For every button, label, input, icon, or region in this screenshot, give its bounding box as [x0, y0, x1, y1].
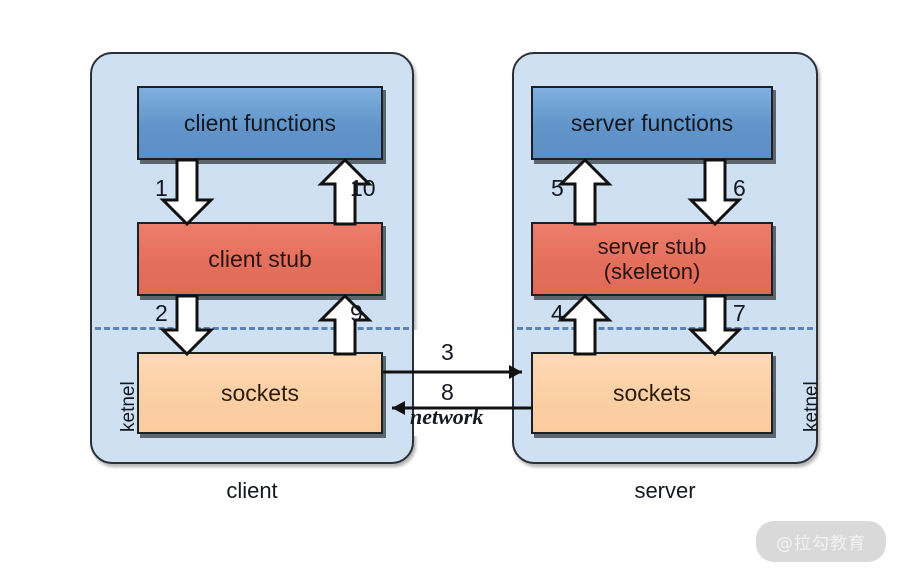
step-label-10: 10: [350, 175, 376, 201]
server-sockets-label: sockets: [613, 379, 691, 406]
server-stub-label-line1: server stub: [597, 233, 707, 259]
client-functions-label: client functions: [183, 109, 337, 136]
server-stub-label-line2: (skeleton): [603, 259, 701, 284]
server-kernel-label: ketnel: [801, 381, 822, 432]
client-sockets-label: sockets: [221, 379, 299, 406]
watermark-badge: @拉勾教育: [756, 521, 886, 562]
client-caption: client: [226, 478, 278, 503]
client-sockets-block: sockets: [137, 352, 383, 434]
network-label: network: [410, 404, 484, 429]
step-label-7: 7: [733, 300, 746, 326]
step-label-5: 5: [551, 175, 564, 201]
server-functions-block: server functions: [531, 86, 773, 160]
server-kernel-divider: [517, 327, 813, 330]
server-sockets-block: sockets: [531, 352, 773, 434]
step-label-4: 4: [551, 300, 564, 326]
client-stub-block: client stub: [137, 222, 383, 296]
server-stub-label: server stub (skeleton): [598, 234, 707, 285]
step-label-3: 3: [441, 339, 454, 365]
step-label-1: 1: [155, 175, 168, 201]
step-label-8: 8: [441, 379, 454, 405]
client-kernel-divider: [95, 327, 409, 330]
server-stub-block: server stub (skeleton): [531, 222, 773, 296]
server-functions-label: server functions: [570, 109, 734, 136]
server-caption: server: [634, 478, 696, 503]
client-stub-label: client stub: [208, 245, 312, 272]
step-label-2: 2: [155, 300, 168, 326]
step-label-9: 9: [350, 300, 363, 326]
client-functions-block: client functions: [137, 86, 383, 160]
client-kernel-label: ketnel: [118, 381, 139, 432]
step-label-6: 6: [733, 175, 746, 201]
